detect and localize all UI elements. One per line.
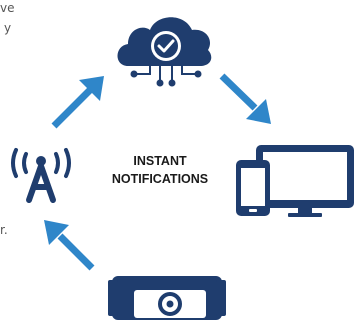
clipped-text-2: y — [4, 21, 12, 35]
devices-icon — [236, 145, 354, 217]
arrow-cloud-to-devices — [219, 73, 271, 124]
camera-icon — [108, 276, 226, 320]
cloud-check-icon — [117, 17, 212, 87]
center-label-line1: INSTANT — [133, 154, 187, 168]
antenna-icon — [11, 148, 71, 203]
arrow-camera-to-antenna — [44, 220, 95, 271]
clipped-text-1: ve — [0, 1, 15, 15]
center-label: INSTANT NOTIFICATIONS — [96, 152, 224, 188]
arrow-antenna-to-cloud — [51, 76, 104, 129]
center-label-line2: NOTIFICATIONS — [111, 172, 209, 186]
clipped-text-3: r. — [0, 223, 8, 237]
